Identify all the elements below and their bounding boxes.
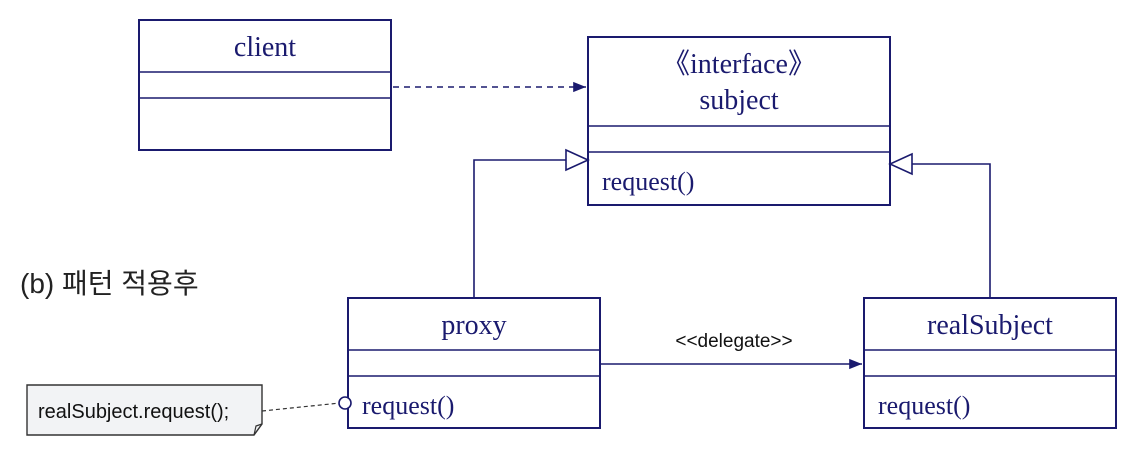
real-subject-class[interactable]: realSubject request() (863, 297, 1117, 429)
real-subject-request-operation: request() (878, 391, 970, 420)
proxy-class[interactable]: proxy request() (347, 297, 601, 429)
delegate-label: <<delegate>> (675, 331, 792, 352)
subject-interface[interactable]: 《interface》 subject request() (587, 36, 891, 206)
delegate-association: <<delegate>> (600, 331, 862, 370)
code-note[interactable]: realSubject.request(); (26, 384, 263, 436)
subject-request-operation: request() (602, 167, 694, 196)
real-subject-class-name: realSubject (927, 310, 1053, 341)
subject-stereotype: 《interface》 (662, 48, 816, 80)
proxy-request-operation: request() (362, 391, 454, 420)
note-text: realSubject.request(); (38, 401, 229, 423)
client-class[interactable]: client (138, 19, 392, 151)
subject-class-name: subject (699, 85, 779, 116)
realization-arrow-realsubject-subject (888, 152, 991, 298)
client-class-name: client (234, 32, 296, 63)
diagram-caption: (b) 패턴 적용후 (20, 268, 199, 299)
proxy-class-name: proxy (441, 310, 506, 341)
realization-arrow-proxy-subject (473, 148, 590, 298)
note-anchor-connector (261, 396, 352, 412)
